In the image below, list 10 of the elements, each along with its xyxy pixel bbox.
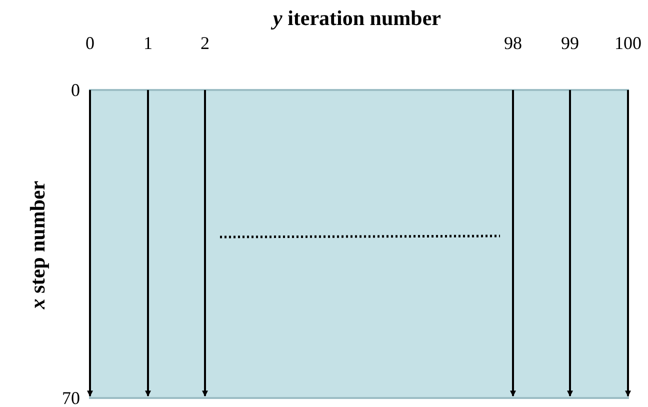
tick-label: 98 (504, 34, 522, 52)
tick-label: 0 (86, 34, 94, 52)
tick-label: 0 (71, 81, 80, 99)
tick-label: 1 (144, 34, 152, 52)
axis-title: y iteration number (273, 8, 441, 29)
axis-title: x step number (28, 180, 48, 310)
tick-label: 2 (200, 34, 210, 52)
tick-label: 99 (561, 34, 579, 52)
tick-label: 100 (614, 34, 642, 52)
tick-label: 70 (62, 389, 80, 407)
